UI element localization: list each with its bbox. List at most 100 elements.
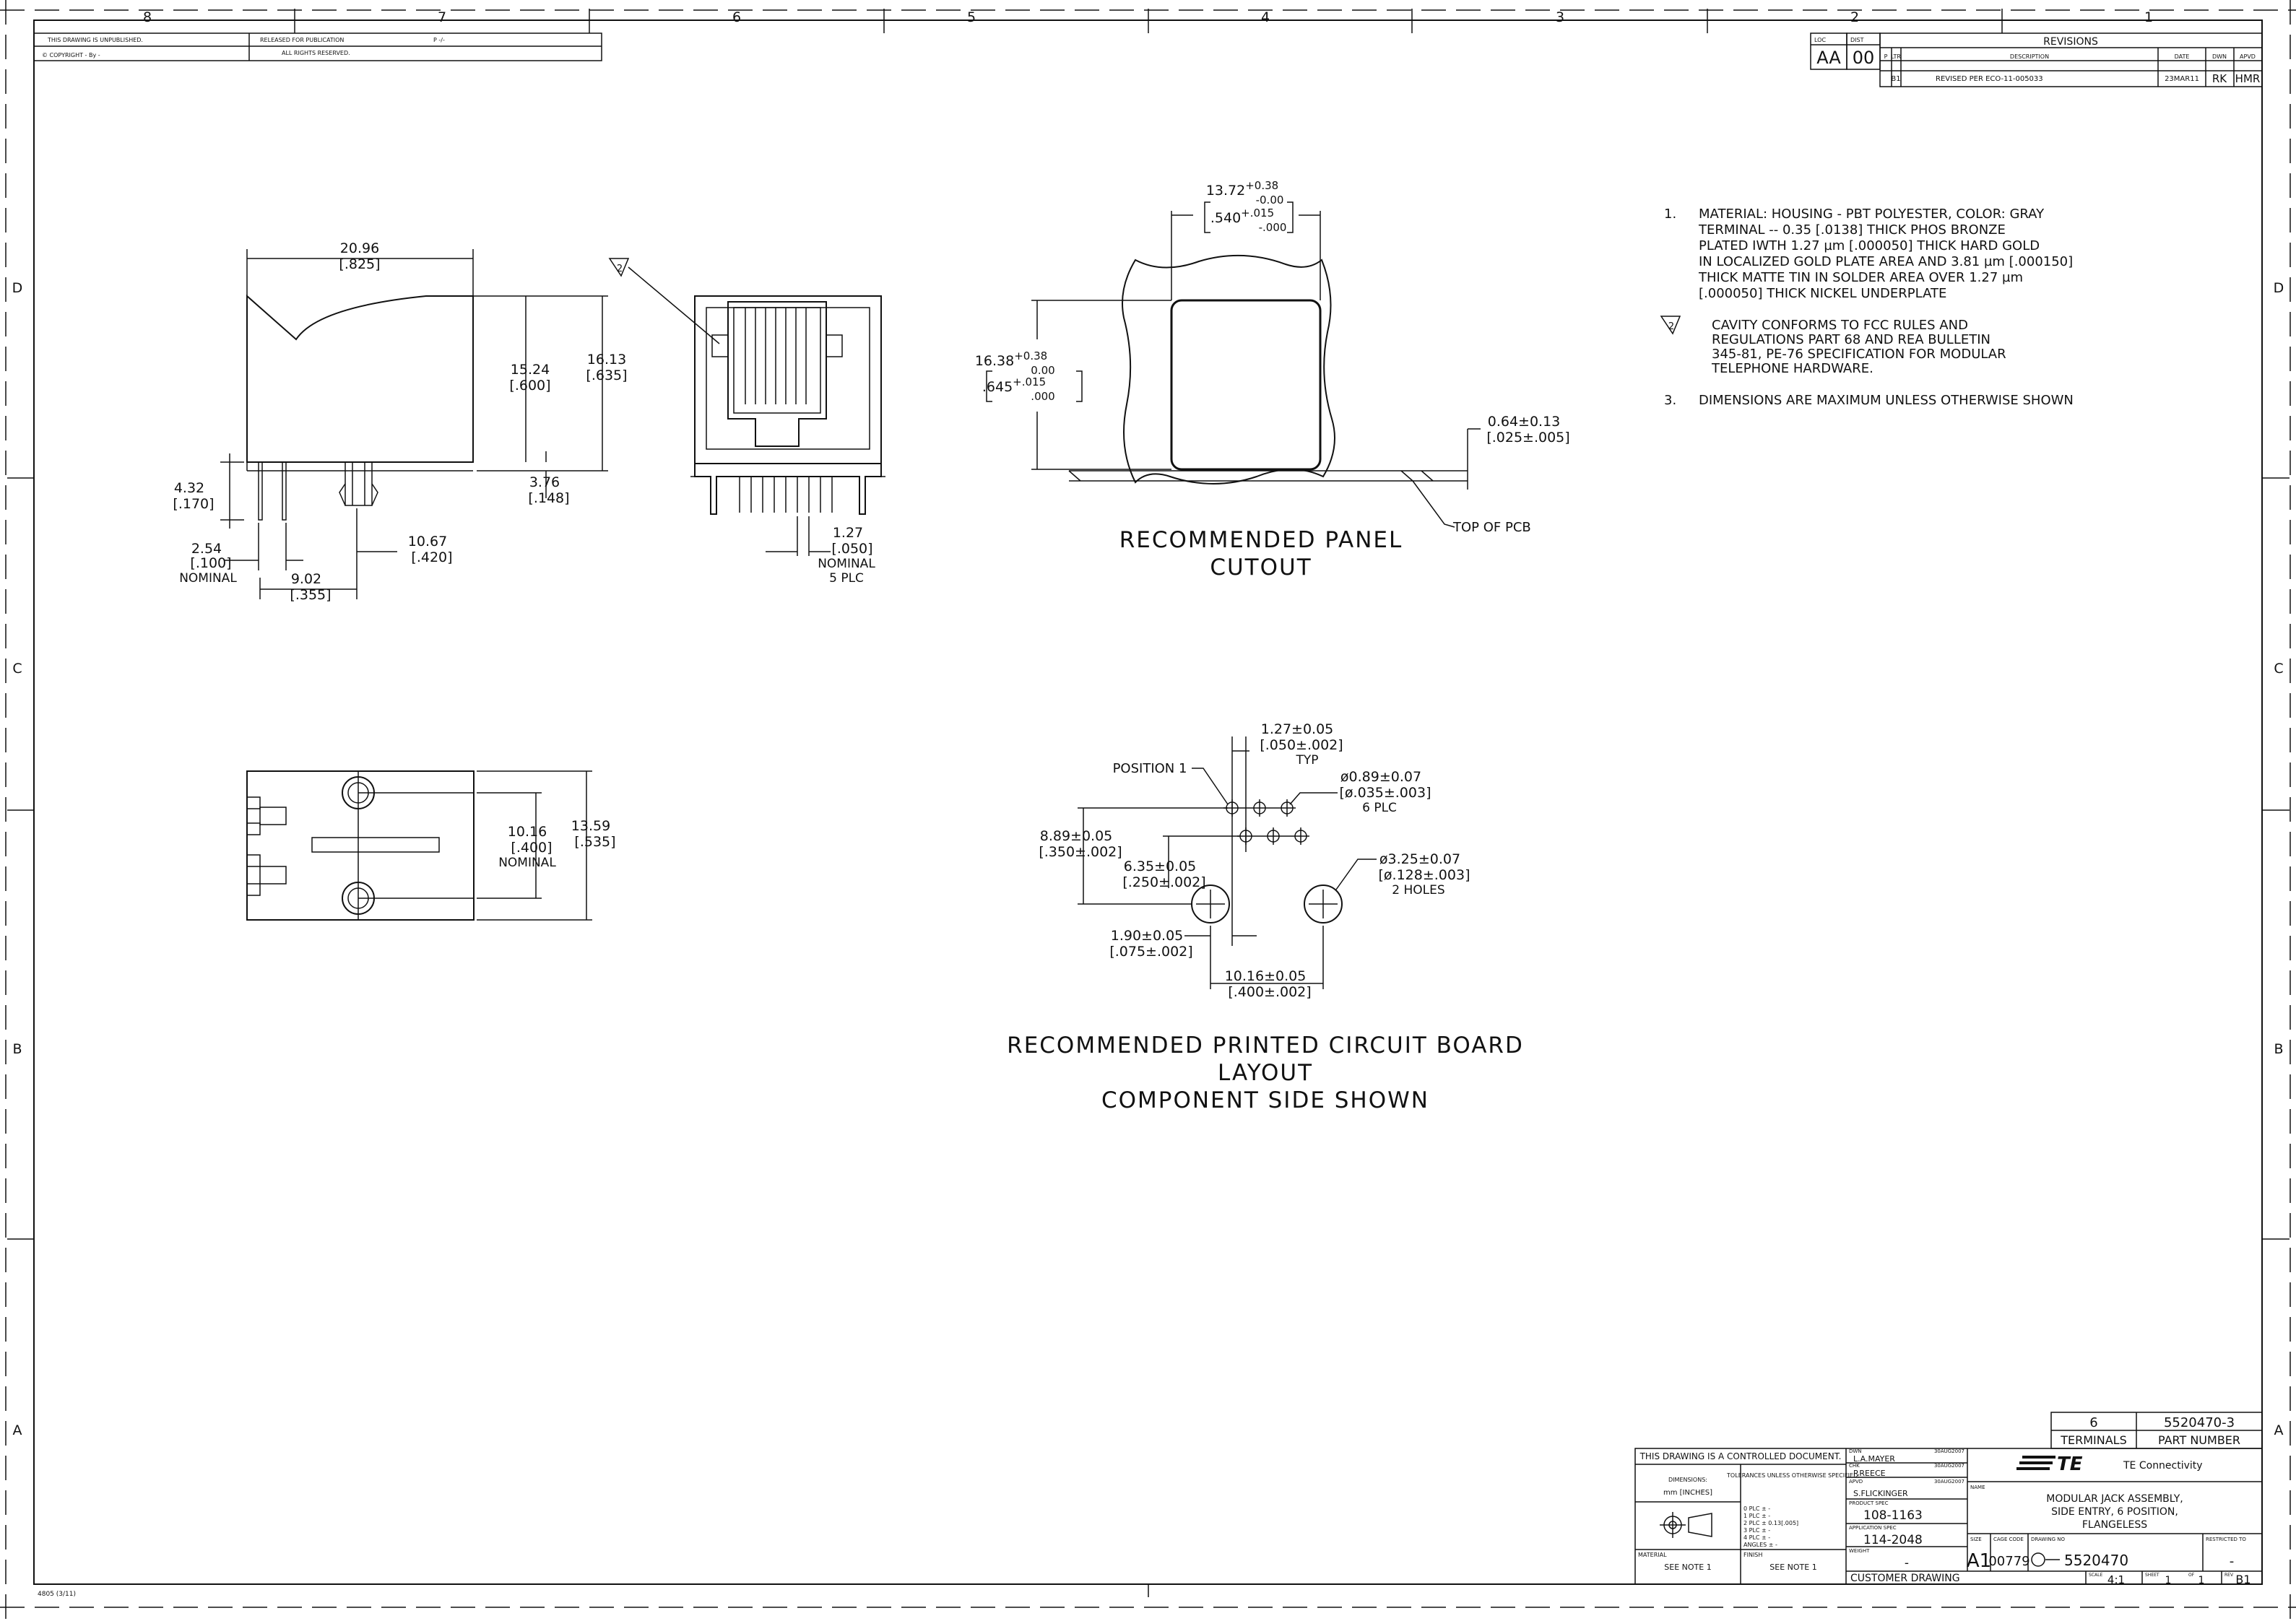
dim-pin-length: 4.32 <box>174 480 204 496</box>
apvd-label: APVD <box>1849 1479 1863 1485</box>
weight-label: WEIGHT <box>1849 1548 1870 1554</box>
cutout-width-plus: +0.38 <box>1245 179 1278 192</box>
zone-col-5: 5 <box>967 9 976 25</box>
top-of-pcb-label: TOP OF PCB <box>1452 520 1531 535</box>
dim-post-offset: 9.02 <box>291 571 321 587</box>
pcb-layout-title-2: LAYOUT <box>1218 1060 1313 1086</box>
weight-value: - <box>1905 1556 1909 1570</box>
dim-post-offset-in: [.355] <box>290 587 331 603</box>
drawing-name-2: SIDE ENTRY, 6 POSITION, <box>2051 1506 2178 1518</box>
note-3: 3. DIMENSIONS ARE MAXIMUM UNLESS OTHERWI… <box>1664 393 2074 408</box>
rev-row-date: 23MAR11 <box>2165 75 2199 83</box>
drawing-number-label: DRAWING NO <box>2031 1537 2065 1542</box>
cutout-width-in-plus: +.015 <box>1241 207 1274 220</box>
dimensions-unit: mm [INCHES] <box>1663 1489 1712 1497</box>
dim-pcb-190-in: [.075±.002] <box>1109 944 1192 960</box>
zone-col-6: 6 <box>732 9 741 25</box>
notes: 1. MATERIAL: HOUSING - PBT POLYESTER, CO… <box>1660 207 2074 408</box>
front-view: 2 1.27 [.050] NOMINAL 5 PLC <box>608 258 885 586</box>
note-2-line-4: TELEPHONE HARDWARE. <box>1711 361 1873 376</box>
size-value: A1 <box>1967 1550 1991 1572</box>
zone-row-b-right: B <box>2274 1041 2283 1057</box>
dim-total-height-in: [.635] <box>586 368 627 383</box>
note-2-line-2: REGULATIONS PART 68 AND REA BULLETIN <box>1712 332 1990 347</box>
note-2: 2 CAVITY CONFORMS TO FCC RULES AND REGUL… <box>1660 316 2006 376</box>
rev-value: B1 <box>2235 1573 2250 1586</box>
dim-bottom-width-in: [.535] <box>574 834 615 850</box>
note-1-line-1: MATERIAL: HOUSING - PBT POLYESTER, COLOR… <box>1699 207 2045 222</box>
dist-label: DIST <box>1850 37 1864 43</box>
dim-pitch-in: [.100] <box>190 555 231 571</box>
note-flag-icon: 2 <box>617 264 623 274</box>
rev-col-date: DATE <box>2175 53 2190 60</box>
application-spec-value: 114-2048 <box>1863 1533 1923 1547</box>
dim-pitch-note: NOMINAL <box>179 571 237 586</box>
zone-row-b-left: B <box>12 1041 22 1057</box>
cage-code-label: CAGE CODE <box>1993 1537 2024 1542</box>
note-1-line-6: [.000050] THICK NICKEL UNDERPLATE <box>1699 286 1946 301</box>
cutout-width-minus: -0.00 <box>1256 194 1284 207</box>
dwn-name: L.A.MAYER <box>1853 1454 1895 1464</box>
rev-row-dwn: RK <box>2212 72 2227 85</box>
pcb-hole-diameter: ø0.89±0.07 <box>1340 769 1421 785</box>
pcb-hole-note: 6 PLC <box>1362 801 1397 815</box>
side-view: 20.96 [.825] 15.24 [.600] 16.13 [.635] 4… <box>173 240 627 603</box>
note-2-flag-icon: 2 <box>1668 321 1674 332</box>
cutout-height-minus: 0.00 <box>1031 364 1054 377</box>
dim-total-height: 16.13 <box>587 352 626 368</box>
customer-drawing: CUSTOMER DRAWING <box>1850 1573 1960 1584</box>
cutout-width-in-nominal: .540 <box>1210 210 1241 226</box>
dimensions-label: DIMENSIONS: <box>1668 1477 1707 1483</box>
dim-post-distance-in: [.420] <box>411 549 452 565</box>
tolerance-label: TOLERANCES UNLESS OTHERWISE SPECIFIED: <box>1726 1472 1860 1479</box>
dim-width-in: [.825] <box>339 256 380 272</box>
rev-col-p: P <box>1884 53 1888 60</box>
panel-cutout-title-2: CUTOUT <box>1210 555 1312 581</box>
cutout-height: 16.38+0.38 <box>975 349 1047 369</box>
drawing-name-1: MODULAR JACK ASSEMBLY, <box>2046 1493 2183 1505</box>
rev-row-description: REVISED PER ECO-11-005033 <box>1936 75 2043 83</box>
material-value: SEE NOTE 1 <box>1664 1563 1711 1572</box>
note-2-line-3: 345-81, PE-76 SPECIFICATION FOR MODULAR <box>1712 347 2006 362</box>
pcb-layout-title-1: RECOMMENDED PRINTED CIRCUIT BOARD <box>1007 1033 1524 1059</box>
chk-name: P.REECE <box>1853 1469 1886 1478</box>
form-number: 4805 (3/11) <box>38 1591 76 1598</box>
restricted-value: - <box>2230 1554 2235 1569</box>
part-number-value: 5520470-3 <box>2164 1415 2235 1430</box>
tol-row-2: 2 PLC ± 0.13[.005] <box>1743 1520 1798 1526</box>
dim-hole-spacing: 10.16 <box>508 824 547 840</box>
dim-pcb-889-in: [.350±.002] <box>1039 844 1122 860</box>
dist-value: 00 <box>1853 48 1875 68</box>
note-1-line-4: IN LOCALIZED GOLD PLATE AREA AND 3.81 µm… <box>1699 254 2073 269</box>
te-logo-text: TE <box>2057 1453 2083 1475</box>
pcb-pitch-in: [.050±.002] <box>1260 737 1343 753</box>
tol-row-3: 3 PLC ± - <box>1743 1527 1770 1534</box>
dwn-label: DWN <box>1849 1448 1862 1454</box>
dim-front-pitch: 1.27 <box>833 525 863 541</box>
unpublished-text: THIS DRAWING IS UNPUBLISHED. <box>47 37 143 43</box>
cutout-width: 13.72+0.38 <box>1206 179 1278 199</box>
chk-date: 30AUG2007 <box>1934 1463 1964 1469</box>
cutout-height-in-nominal: .645 <box>982 379 1013 395</box>
zone-col-2: 2 <box>1850 9 1859 25</box>
note-3-line-1: DIMENSIONS ARE MAXIMUM UNLESS OTHERWISE … <box>1699 393 2074 408</box>
cutout-height-plus: +0.38 <box>1014 349 1047 362</box>
sheet-of-label: OF <box>2188 1573 2195 1578</box>
controlled-document: THIS DRAWING IS A CONTROLLED DOCUMENT. <box>1639 1451 1842 1461</box>
zone-col-7: 7 <box>438 9 446 25</box>
tol-row-0: 0 PLC ± - <box>1743 1505 1770 1512</box>
note-1-line-5: THICK MATTE TIN IN SOLDER AREA OVER 1.27… <box>1698 270 2023 285</box>
dim-pcb-635: 6.35±0.05 <box>1124 859 1197 874</box>
note-3-number: 3. <box>1664 393 1676 408</box>
zone-row-a-left: A <box>13 1422 22 1438</box>
dim-pcb-1016-in: [.400±.002] <box>1228 984 1311 1000</box>
sheet-label: SHEET <box>2145 1573 2159 1578</box>
projection-symbol-icon <box>1660 1512 1712 1538</box>
zone-col-1: 1 <box>2144 9 2153 25</box>
dim-body-height-in: [.600] <box>509 378 550 394</box>
dim-pcb-889: 8.89±0.05 <box>1040 828 1113 844</box>
finish-value: SEE NOTE 1 <box>1769 1563 1816 1572</box>
drawing-number-value: 5520470 <box>2064 1552 2128 1569</box>
restricted-label: RESTRICTED TO <box>2206 1537 2246 1542</box>
